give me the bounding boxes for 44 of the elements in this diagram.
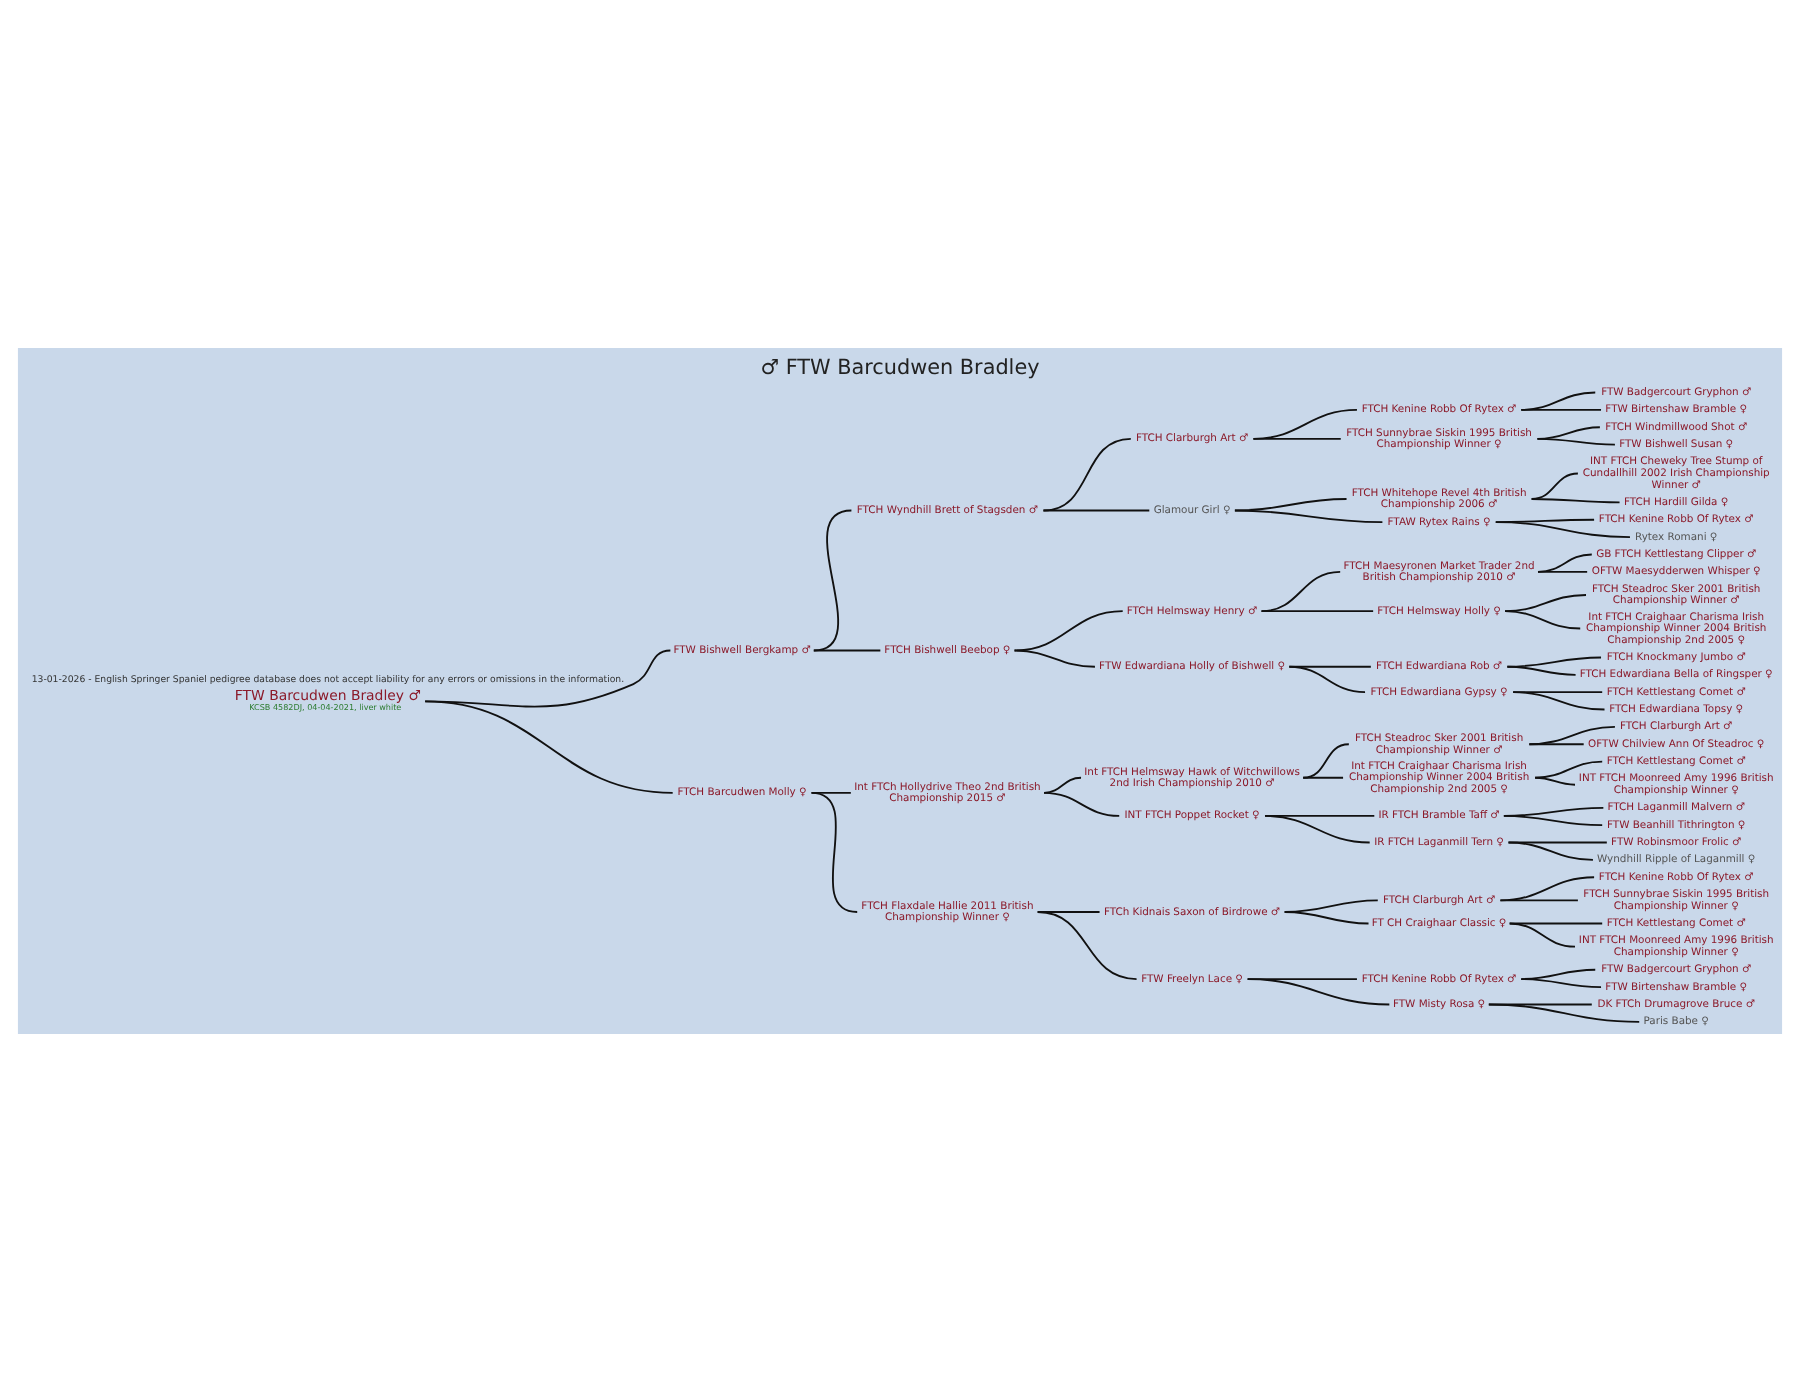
connector	[1036, 911, 1138, 980]
connector	[1512, 691, 1606, 711]
connector	[1013, 610, 1124, 652]
connector	[1520, 408, 1602, 411]
connector	[1530, 498, 1621, 504]
connector	[1233, 498, 1348, 512]
connector	[1502, 815, 1604, 827]
connector	[1288, 665, 1366, 694]
connector	[1528, 743, 1585, 746]
connector	[1487, 1003, 1641, 1023]
connector	[1534, 776, 1576, 786]
connector	[1302, 743, 1350, 779]
connector	[1252, 408, 1358, 440]
connector	[1042, 437, 1132, 512]
connector	[1260, 610, 1375, 613]
connector	[1233, 509, 1384, 524]
connector	[1283, 911, 1370, 925]
connector	[1264, 815, 1371, 844]
connector	[810, 791, 859, 913]
connector	[812, 509, 853, 652]
connector	[1043, 776, 1082, 794]
connector	[1507, 841, 1594, 861]
connector	[1537, 570, 1589, 573]
connector	[1537, 553, 1593, 573]
connector	[1534, 760, 1604, 779]
connector	[1013, 649, 1096, 668]
connector	[1508, 922, 1576, 948]
connector	[1302, 776, 1344, 779]
connector	[424, 700, 674, 794]
diagram-title: ♂ FTW Barcudwen Bradley	[760, 355, 1040, 380]
connector	[1494, 521, 1631, 539]
connector	[812, 649, 882, 652]
connector	[1246, 978, 1391, 1006]
connector	[1536, 437, 1616, 446]
connector	[1520, 978, 1602, 989]
connector	[1528, 725, 1616, 746]
connector	[1506, 665, 1577, 676]
connector	[1499, 899, 1579, 902]
connector	[1504, 594, 1587, 613]
connector	[1499, 876, 1596, 902]
connector	[1252, 437, 1342, 440]
connector	[1504, 610, 1582, 630]
connector	[1042, 509, 1151, 512]
connector	[1043, 791, 1121, 817]
